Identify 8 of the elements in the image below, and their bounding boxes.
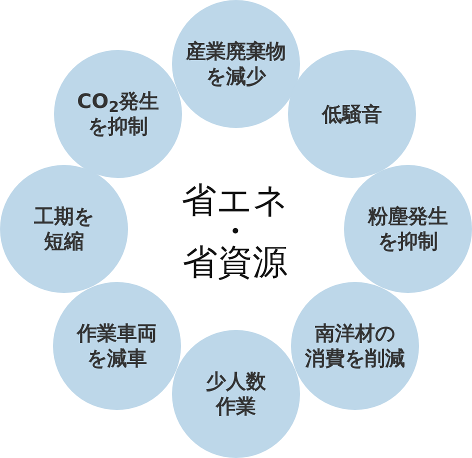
node-label: 作業車両を減車 <box>77 321 157 371</box>
node-label: 粉塵発生を抑制 <box>368 204 448 254</box>
node-label: 少人数作業 <box>206 369 266 419</box>
node-label: 産業廃棄物を減少 <box>186 39 286 89</box>
node-label: 低騒音 <box>322 102 382 126</box>
node-label: CO$_{2}$発生を抑制 <box>76 89 160 139</box>
node-label: 工期を短縮 <box>34 204 94 254</box>
node-label: 南洋材の消費を削減 <box>305 321 405 371</box>
